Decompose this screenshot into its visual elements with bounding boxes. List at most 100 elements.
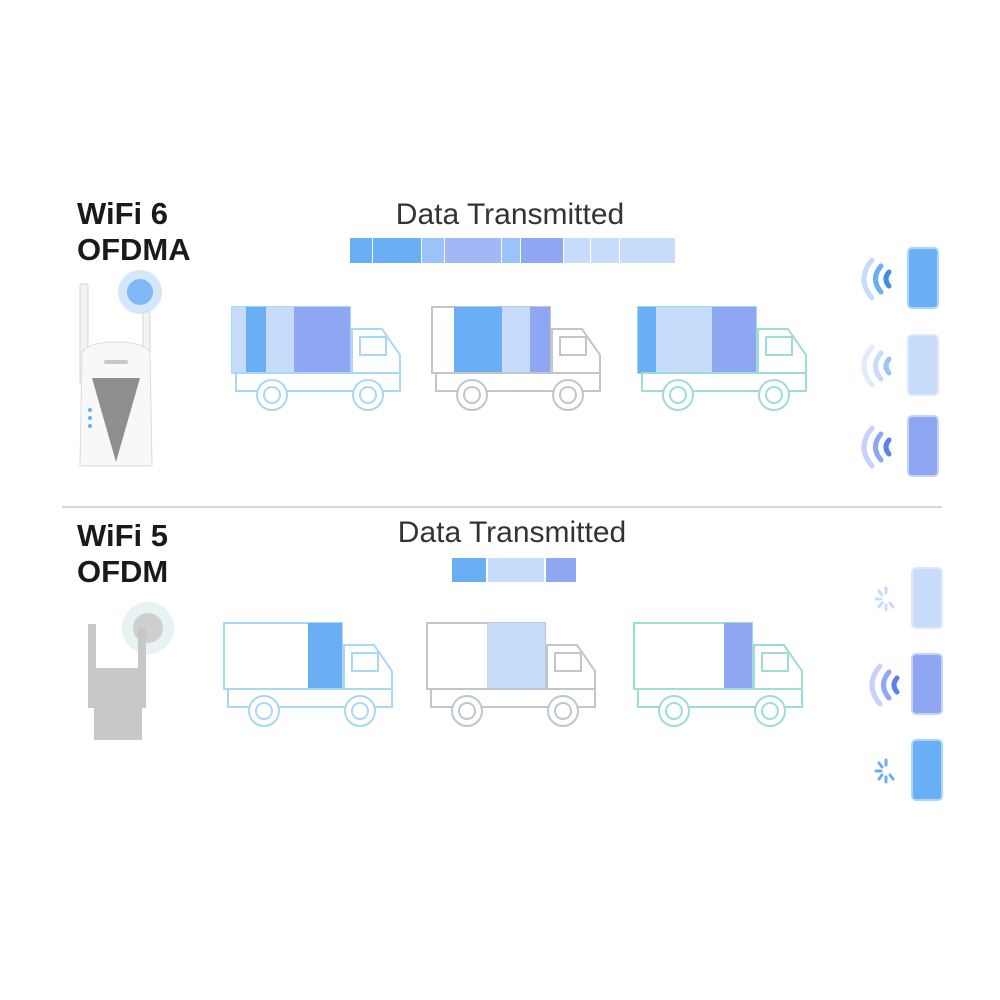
wifi6-data-bar <box>350 238 675 263</box>
cargo-block <box>724 623 752 689</box>
data-segment <box>502 238 520 263</box>
truck-window <box>351 652 379 672</box>
smartphone-icon <box>911 567 943 629</box>
smartphone-icon <box>911 653 943 715</box>
cargo-block <box>487 623 545 689</box>
truck-wheel <box>547 695 579 727</box>
data-segment <box>564 238 590 263</box>
data-segment <box>452 558 486 582</box>
led-indicator <box>88 416 92 420</box>
truck-4 <box>223 622 393 727</box>
truck-wheel <box>552 379 584 411</box>
wifi6-title-line1: WiFi 6 <box>77 196 169 231</box>
truck-wheel-hub <box>669 386 687 404</box>
data-segment <box>445 238 501 263</box>
truck-wheel-hub <box>351 702 369 720</box>
wifi5-device-1 <box>874 567 943 629</box>
truck-wheel-hub <box>359 386 377 404</box>
truck-wheel <box>662 379 694 411</box>
signal-dot <box>127 279 153 305</box>
cargo-block <box>656 307 712 373</box>
truck-wheel-hub <box>761 702 779 720</box>
truck-3 <box>637 306 807 411</box>
cargo-block <box>246 307 266 373</box>
wifi-signal-icon <box>873 431 884 463</box>
truck-1 <box>231 306 401 411</box>
truck-window <box>359 336 387 356</box>
truck-window <box>765 336 793 356</box>
wifi-signal-icon <box>881 669 892 701</box>
loading-spinner-icon <box>874 758 895 784</box>
wifi-signal-icon <box>861 257 875 301</box>
wifi5-title-line2: OFDM <box>77 554 169 589</box>
smartphone-icon <box>907 415 939 477</box>
data-segment <box>591 238 619 263</box>
wifi-signal-icon <box>883 437 892 457</box>
cargo-block <box>294 307 350 373</box>
signal-dot <box>133 613 163 643</box>
truck-wheel-hub <box>255 702 273 720</box>
data-segment <box>350 238 372 263</box>
truck-wheel <box>256 379 288 411</box>
cargo-block <box>638 307 656 373</box>
wifi6-data-transmitted-label: Data Transmitted <box>395 198 625 231</box>
truck-5 <box>426 622 596 727</box>
wifi6-section: WiFi 6 OFDMA Data Transmitted <box>77 196 939 477</box>
wifi6-title: WiFi 6 OFDMA <box>77 196 191 268</box>
router-plug <box>94 698 142 740</box>
loading-spinner-icon <box>874 586 895 612</box>
truck-wheel <box>451 695 483 727</box>
cargo-block <box>232 307 246 373</box>
data-segment <box>488 558 544 582</box>
truck-window <box>559 336 587 356</box>
truck-wheel <box>344 695 376 727</box>
wifi6-router-icon <box>79 270 162 467</box>
wifi5-data-transmitted-label: Data Transmitted <box>397 516 627 549</box>
data-segment <box>373 238 421 263</box>
wifi6-device-3 <box>861 415 939 477</box>
truck-wheel-hub <box>765 386 783 404</box>
truck-6 <box>633 622 803 727</box>
smartphone-icon <box>907 247 939 309</box>
smartphone-icon <box>907 334 939 396</box>
wifi-signal-icon <box>883 356 892 376</box>
truck-wheel-hub <box>554 702 572 720</box>
truck-wheel <box>758 379 790 411</box>
smartphone-icon <box>911 739 943 801</box>
wifi5-title-line1: WiFi 5 <box>77 518 169 553</box>
truck-wheel-hub <box>263 386 281 404</box>
data-segment <box>620 238 675 263</box>
section-divider <box>62 506 942 508</box>
wifi6-device-2 <box>861 334 939 396</box>
truck-2 <box>431 306 601 411</box>
wifi5-device-3 <box>874 739 943 801</box>
truck-wheel-hub <box>458 702 476 720</box>
wifi5-section: WiFi 5 OFDM Data Transmitted <box>0 506 1000 1000</box>
truck-wheel <box>456 379 488 411</box>
cargo-block <box>454 307 502 373</box>
truck-wheel <box>352 379 384 411</box>
wifi-signal-icon <box>861 344 875 388</box>
cargo-block <box>266 307 294 373</box>
truck-wheel-hub <box>463 386 481 404</box>
cargo-block <box>530 307 550 373</box>
truck-wheel-hub <box>665 702 683 720</box>
wifi-signal-icon <box>873 350 884 382</box>
truck-wheel <box>248 695 280 727</box>
wifi5-data-bar <box>452 558 576 582</box>
truck-wheel <box>754 695 786 727</box>
truck-window <box>554 652 582 672</box>
wifi5-router-icon <box>88 602 174 740</box>
cargo-block <box>712 307 756 373</box>
led-indicator <box>88 408 92 412</box>
wifi-signal-icon <box>883 269 892 289</box>
router-antenna <box>88 624 96 704</box>
router-grille <box>92 378 140 462</box>
wifi-signal-icon <box>891 675 900 695</box>
wifi-signal-icon <box>869 663 883 707</box>
wifi-signal-icon <box>861 425 875 469</box>
truck-window <box>761 652 789 672</box>
truck-wheel-hub <box>559 386 577 404</box>
data-segment <box>422 238 444 263</box>
led-indicator <box>88 424 92 428</box>
